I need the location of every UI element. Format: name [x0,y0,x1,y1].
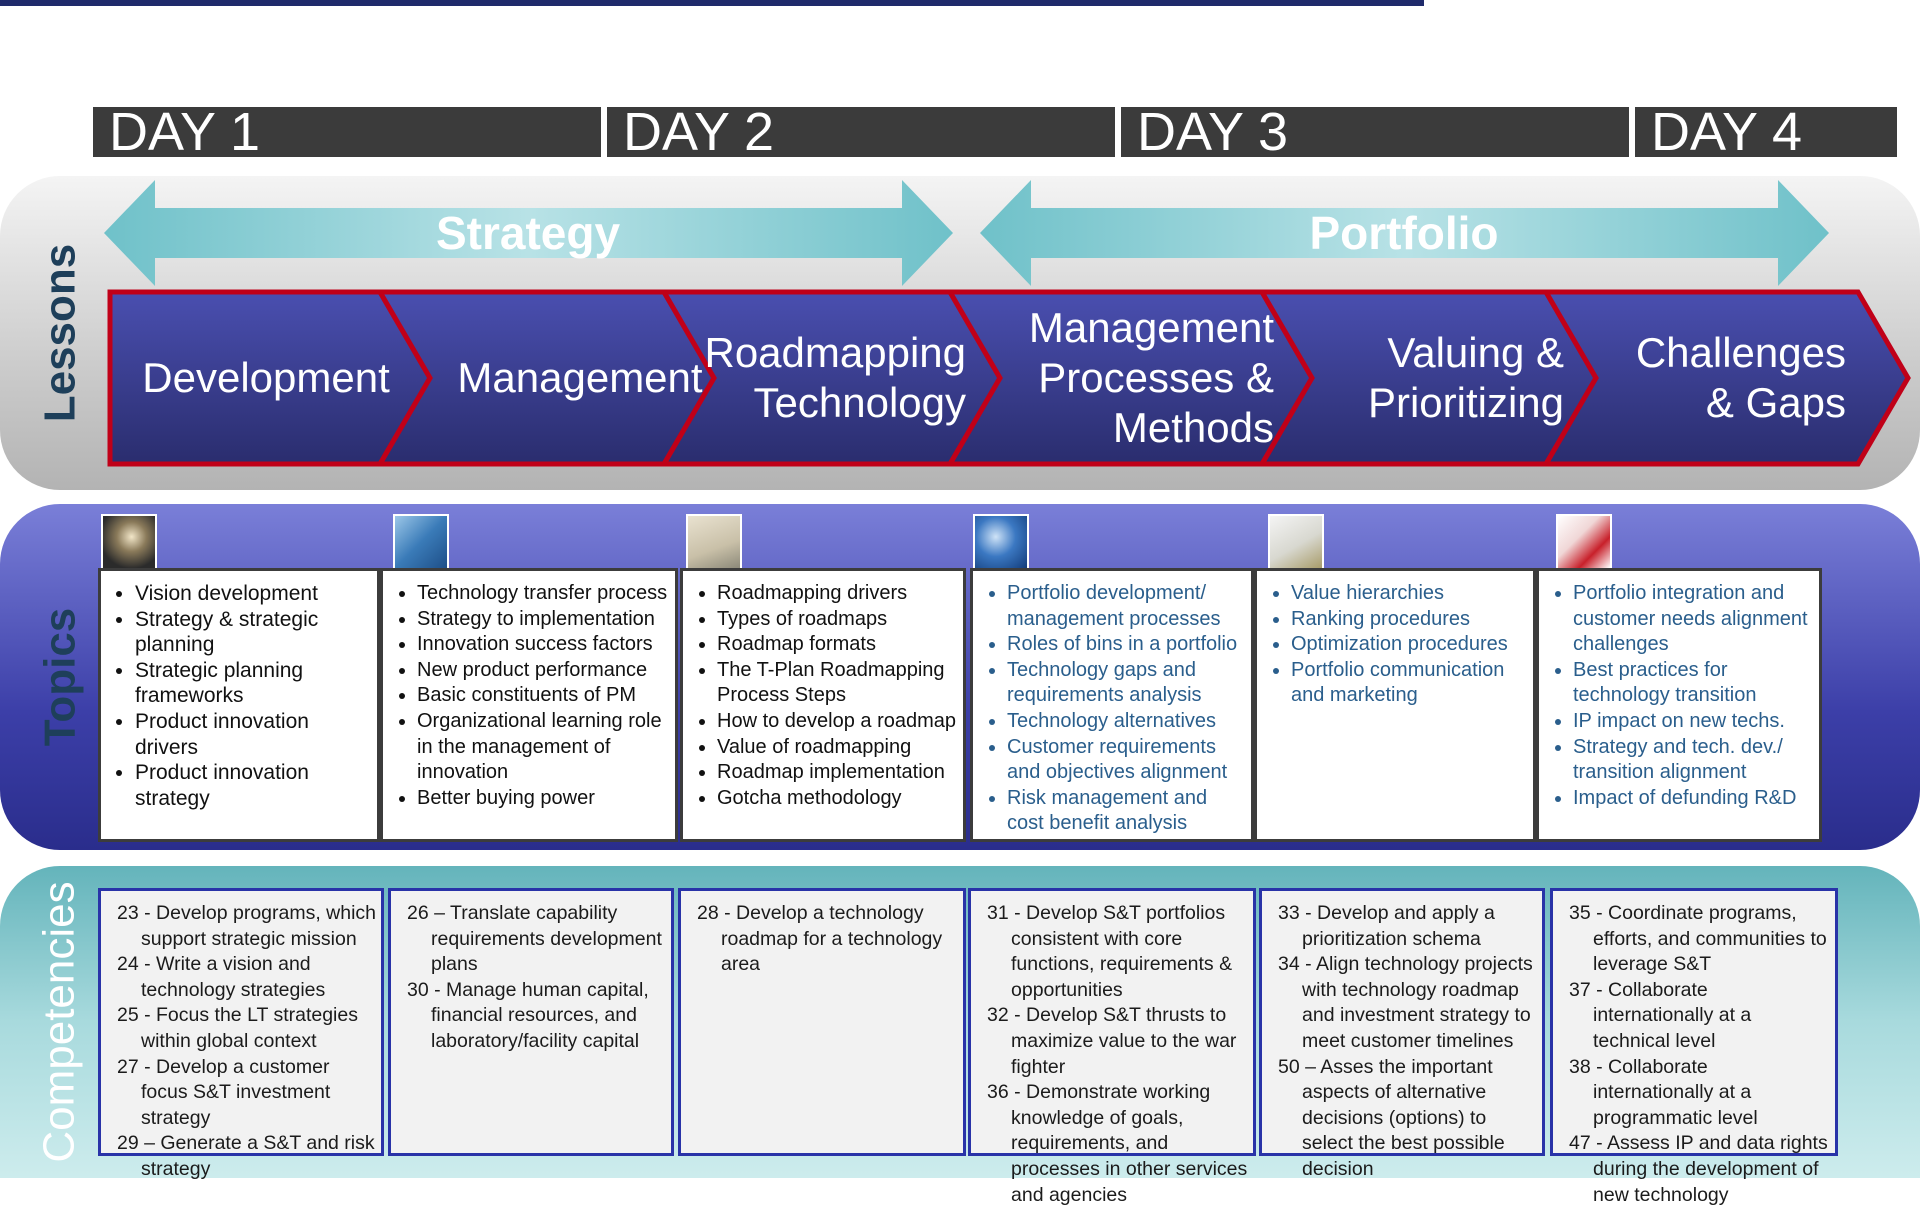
topic-item: Roadmap formats [717,632,957,658]
topic-item: Best practices for technology transition [1573,658,1813,709]
competency-item: 28 - Develop a technology roadmap for a … [697,902,943,976]
topic-item: Roadmapping drivers [717,581,957,607]
topic-item: Better buying power [417,786,669,812]
balance-scale-icon [1268,514,1324,570]
topics-box-valuing: Value hierarchiesRanking proceduresOptim… [1254,568,1536,842]
topics-box-challenges: Portfolio integration and customer needs… [1536,568,1822,842]
topic-item: Impact of defunding R&D [1573,786,1813,812]
strategy-phase-arrow [104,180,953,286]
competency-item: 24 - Write a vision and technology strat… [117,953,326,1001]
competency-item: 47 - Assess IP and data rights during th… [1569,1132,1828,1206]
competency-item: 34 - Align technology projects with tech… [1278,953,1533,1052]
topic-item: IP impact on new techs. [1573,709,1813,735]
topics-box-roadmapping: Roadmapping driversTypes of roadmapsRoad… [680,568,966,842]
topic-item: Optimization procedures [1291,632,1527,658]
lesson-chevron-roadmapping [659,289,1003,467]
strategy-phase-label: Strategy [436,207,620,259]
competencies-row-label: Competencies [35,881,85,1163]
competency-item: 27 - Develop a customer focus S&T invest… [117,1055,331,1129]
lesson-label-development: Development [142,354,390,401]
competency-item: 33 - Develop and apply a prioritization … [1278,902,1495,950]
lesson-label-valuing: Valuing & [1387,329,1564,376]
competency-item: 32 - Develop S&T thrusts to maximize val… [987,1004,1237,1078]
top-rule [0,0,1424,6]
competencies-box-1: 23 - Develop programs, which support str… [98,888,384,1180]
competencies-box-5: 33 - Develop and apply a prioritization … [1259,888,1545,1180]
topics-row-label: Topics [35,607,84,747]
lesson-label-valuing: Prioritizing [1368,379,1564,426]
competencies-box-2: 26 – Translate capability requirements d… [388,888,674,1156]
topic-item: Portfolio communication and marketing [1291,658,1527,709]
gears-icon [973,514,1029,570]
topic-item: New product performance [417,658,669,684]
topic-item: Portfolio development/ management proces… [1007,581,1245,632]
topic-item: Product innovation drivers [135,709,371,760]
day-1-header: DAY 1 [93,105,601,159]
topics-box-development: Vision developmentStrategy & strategic p… [98,568,380,842]
map-pins-icon [686,514,742,570]
competency-item: 26 – Translate capability requirements d… [407,902,662,976]
lesson-label-roadmapping: Roadmapping [704,329,966,376]
lesson-chevron-challenges [1541,289,1911,467]
topics-box-management: Technology transfer processStrategy to i… [380,568,678,842]
topic-item: Product innovation strategy [135,760,371,811]
topic-item: Organizational learning role in the mana… [417,709,669,786]
lessons-diagram: Strategy Portfolio Development Management… [104,180,1911,467]
lesson-label-management-processes: Processes & [1038,354,1274,401]
topic-item: Roadmap implementation [717,760,957,786]
topic-item: Innovation success factors [417,632,669,658]
topic-item: Technology gaps and requirements analysi… [1007,658,1245,709]
topic-item: How to develop a roadmap [717,709,957,735]
lesson-label-roadmapping: Technology [754,379,966,426]
competency-item: 50 – Asses the important aspects of alte… [1278,1055,1505,1180]
competency-item: 36 - Demonstrate working knowledge of go… [987,1081,1248,1206]
topic-item: Risk management and cost benefit analysi… [1007,786,1245,837]
day-4-header: DAY 4 [1635,105,1897,159]
topic-item: Gotcha methodology [717,786,957,812]
topic-item: Ranking procedures [1291,607,1527,633]
topic-item: Roles of bins in a portfolio [1007,632,1245,658]
day-3-header: DAY 3 [1121,105,1629,159]
topic-item: Strategic planning frameworks [135,658,371,709]
lesson-label-challenges: Challenges [1636,329,1846,376]
competency-item: 38 - Collaborate internationally at a pr… [1569,1055,1758,1129]
topic-item: Strategy & strategic planning [135,607,371,658]
day-2-header: DAY 2 [607,105,1115,159]
topic-item: Vision development [135,581,371,607]
competency-item: 29 – Generate a S&T and risk strategy [117,1132,375,1180]
topic-item: Value of roadmapping [717,735,957,761]
portfolio-phase-label: Portfolio [1309,207,1498,259]
topic-item: Types of roadmaps [717,607,957,633]
topic-item: Technology transfer process [417,581,669,607]
competency-item: 23 - Develop programs, which support str… [117,902,377,950]
topic-item: Basic constituents of PM [417,683,669,709]
topic-item: Technology alternatives [1007,709,1245,735]
competency-item: 30 - Manage human capital, financial res… [407,978,649,1052]
competency-item: 25 - Focus the LT strategies within glob… [117,1004,358,1052]
people-silhouette-icon [101,514,157,570]
portfolio-phase-arrow [980,180,1829,286]
competency-item: 37 - Collaborate internationally at a te… [1569,978,1752,1052]
topic-item: Value hierarchies [1291,581,1527,607]
lesson-label-management: Management [457,354,702,401]
lesson-label-challenges: & Gaps [1706,379,1846,426]
topic-item: The T-Plan Roadmapping Process Steps [717,658,957,709]
competency-item: 31 - Develop S&T portfolios consistent w… [987,902,1233,1001]
competency-item: 35 - Coordinate programs, efforts, and c… [1569,902,1827,976]
competencies-box-4: 31 - Develop S&T portfolios consistent w… [968,888,1256,1206]
puzzle-pieces-icon [393,514,449,570]
topic-item: Strategy and tech. dev./ transition alig… [1573,735,1813,786]
declining-chart-icon [1556,514,1612,570]
lesson-chevron-valuing [1257,289,1599,467]
topic-item: Customer requirements and objectives ali… [1007,735,1245,786]
competencies-box-6: 35 - Coordinate programs, efforts, and c… [1550,888,1838,1206]
lesson-label-management-processes: Management [1029,304,1274,351]
topic-item: Portfolio integration and customer needs… [1573,581,1813,658]
topic-item: Strategy to implementation [417,607,669,633]
lesson-label-management-processes: Methods [1113,404,1274,451]
competencies-box-3: 28 - Develop a technology roadmap for a … [678,888,966,1156]
topics-box-portfolio-processes: Portfolio development/ management proces… [970,568,1254,842]
